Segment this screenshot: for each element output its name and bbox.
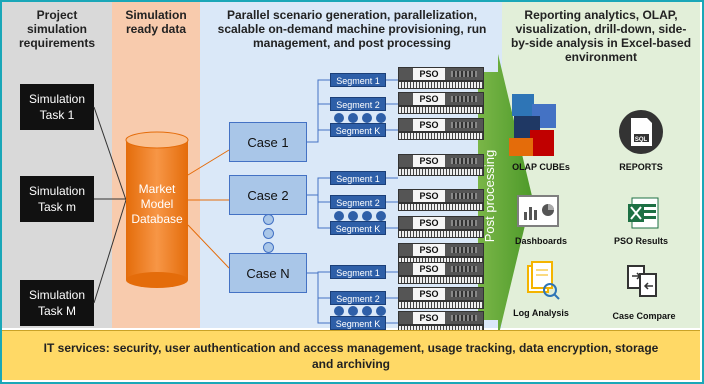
case-compare-icon	[627, 265, 657, 297]
pso-server: PSO	[398, 92, 484, 114]
segment-k: Segment K	[330, 316, 386, 330]
case-1: Case 1	[229, 122, 307, 162]
taskM-connector	[93, 199, 127, 304]
pso-server-label: PSO	[413, 119, 445, 131]
segment-1: Segment 1	[330, 171, 386, 185]
case-ellipsis-dot	[263, 228, 274, 239]
simulation-task-M: Simulation Task M	[20, 280, 94, 326]
it-services-footer: IT services: security, user authenticati…	[2, 330, 700, 380]
olap-cubes-icon	[509, 94, 556, 156]
pso-server-label: PSO	[413, 263, 445, 275]
segment-ellipsis	[334, 113, 386, 123]
case-ellipsis-dot	[263, 242, 274, 253]
pso-server: PSO	[398, 311, 484, 333]
pso-server: PSO	[398, 189, 484, 211]
segment-k: Segment K	[330, 221, 386, 235]
pso-server-label: PSO	[413, 288, 445, 300]
pso-server-label: PSO	[413, 190, 445, 202]
case-2: Case 2	[229, 175, 307, 215]
segment-1: Segment 1	[330, 73, 386, 87]
case-n: Case N	[229, 253, 307, 293]
segment-1: Segment 1	[330, 265, 386, 279]
pso-server: PSO	[398, 118, 484, 140]
reports-label: REPORTS	[619, 162, 663, 172]
pso-server: PSO	[398, 67, 484, 89]
requirements-header: Project simulation requirements	[18, 8, 96, 50]
segment-ellipsis	[334, 306, 386, 316]
requirements-panel	[2, 2, 112, 328]
dashboard-icon	[517, 195, 559, 227]
pso-server: PSO	[398, 243, 484, 265]
segment-server-connectors	[386, 79, 398, 324]
pso-server-label: PSO	[413, 217, 445, 229]
pso-server: PSO	[398, 154, 484, 176]
simulation-task-1: Simulation Task 1	[20, 84, 94, 130]
segment-2: Segment 2	[330, 97, 386, 111]
sql-reports-icon	[619, 110, 663, 154]
segment-ellipsis	[334, 211, 386, 221]
parallel-header: Parallel scenario generation, paralleliz…	[217, 8, 487, 50]
pso-server-label: PSO	[413, 312, 445, 324]
pso-results-label: PSO Results	[613, 236, 669, 246]
pso-server: PSO	[398, 262, 484, 284]
market-model-database-icon	[125, 131, 189, 288]
segment-2: Segment 2	[330, 195, 386, 209]
log-analysis-icon	[527, 261, 560, 300]
pso-server-label: PSO	[413, 68, 445, 80]
excel-pso-results-icon	[628, 197, 659, 229]
case-compare-label: Case Compare	[612, 311, 676, 321]
segment-2: Segment 2	[330, 291, 386, 305]
pso-server-label: PSO	[413, 93, 445, 105]
pso-server-label: PSO	[413, 155, 445, 167]
pso-server-label: PSO	[413, 244, 445, 256]
post-processing-label: Post processing	[482, 149, 497, 243]
sql-icon-text: SQL	[635, 137, 648, 143]
case-segment-connectors	[307, 79, 330, 324]
reporting-header: Reporting analytics, OLAP, visualization…	[510, 8, 692, 64]
dashboards-label: Dashboards	[514, 236, 567, 246]
ready-data-header: Simulation ready data	[125, 8, 187, 36]
post-processing-arrow	[478, 54, 532, 338]
segment-k: Segment K	[330, 123, 386, 137]
olap-cubes-label: OLAP CUBEs	[512, 162, 570, 172]
pso-server: PSO	[398, 216, 484, 238]
case-ellipsis-dot	[263, 214, 274, 225]
db-case1-arrow	[187, 149, 230, 176]
task1-connector	[93, 106, 127, 201]
dbN-case-arrow	[187, 224, 230, 269]
simulation-task-m: Simulation Task m	[20, 176, 94, 222]
database-label: Market Model Database	[131, 182, 183, 226]
pso-server: PSO	[398, 287, 484, 309]
log-analysis-label: Log Analysis	[513, 308, 569, 318]
